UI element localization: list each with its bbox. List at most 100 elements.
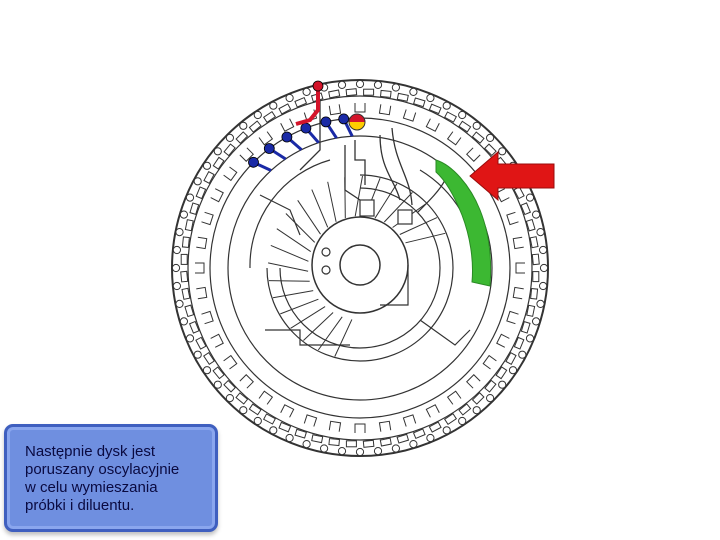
top-port-channels — [299, 100, 446, 225]
channel-cell — [506, 310, 519, 325]
cuvette-cell — [235, 392, 249, 405]
cuvette-cell — [248, 403, 262, 416]
cuvette-well — [172, 245, 181, 255]
cuvette-well — [508, 366, 518, 375]
channel-cell — [378, 420, 392, 432]
cuvette-cell — [428, 421, 442, 433]
cuvette-cell — [471, 392, 485, 405]
cuvette-cell — [363, 88, 375, 96]
cuvette-cell — [443, 111, 458, 123]
cuvette-cell — [505, 351, 517, 366]
red-port-marker — [312, 80, 324, 92]
cuvette-cell — [278, 103, 292, 115]
cuvette-cell — [413, 97, 426, 108]
cuvette-well — [193, 350, 202, 359]
cuvette-well — [185, 334, 195, 343]
blue-port-marker — [338, 113, 350, 125]
channel-cell — [496, 188, 510, 203]
blue-port-marker — [263, 143, 275, 154]
cuvette-cell — [195, 186, 207, 200]
cuvette-well — [337, 447, 347, 456]
cuvette-cell — [484, 143, 497, 157]
cuvette-well — [320, 444, 329, 453]
cuvette-cell — [362, 439, 375, 448]
cuvette-well — [269, 426, 278, 435]
cuvette-cell — [412, 428, 426, 440]
cuvette-cell — [530, 287, 539, 300]
cuvette-well — [498, 147, 507, 156]
cuvette-cell — [262, 111, 277, 123]
cuvette-well — [532, 317, 541, 326]
cuvette-cell — [328, 89, 341, 99]
cuvette-well — [458, 110, 467, 120]
channel-cell — [354, 423, 366, 433]
channel-cell — [402, 414, 417, 427]
channel-cell — [280, 404, 295, 418]
cuvette-cell — [525, 218, 536, 232]
spiral-rib — [280, 298, 319, 315]
cuvette-cell — [520, 202, 532, 216]
cuvette-cell — [294, 96, 308, 108]
red-arrow-left-icon — [469, 150, 555, 202]
channel-cell — [482, 354, 497, 370]
channel-cell — [196, 236, 208, 250]
cuvette-well — [486, 133, 495, 142]
cuvette-cell — [184, 304, 195, 318]
cuvette-well — [498, 380, 507, 389]
spiral-rib — [285, 213, 316, 243]
channel-cell — [506, 211, 519, 226]
cuvette-well — [337, 80, 347, 90]
cuvette-cell — [184, 219, 194, 232]
cuvette-cell — [180, 253, 188, 265]
cuvette-cell — [278, 421, 292, 433]
cuvette-cell — [345, 440, 357, 448]
cuvette-cell — [526, 304, 536, 317]
channel-cell — [210, 333, 224, 348]
channel-cell — [425, 118, 440, 132]
channel-cell — [303, 414, 318, 427]
spiral-rib — [383, 192, 413, 223]
cuvette-well — [225, 394, 234, 403]
channel-cell — [223, 166, 238, 182]
channel-cell — [239, 147, 254, 162]
cuvette-well — [302, 87, 311, 97]
cuvette-cell — [189, 202, 200, 215]
cuvette-well — [525, 193, 535, 202]
cuvette-cell — [345, 88, 358, 97]
cuvette-well — [539, 281, 548, 291]
cuvette-well — [391, 83, 400, 92]
cuvette-cell — [181, 236, 190, 249]
channel-cell — [446, 390, 462, 405]
channel-cell — [328, 104, 342, 116]
sample-port-markers — [248, 80, 354, 172]
channel-cell — [496, 333, 510, 348]
spiral-rib — [311, 189, 329, 228]
cuvette-well — [536, 228, 545, 237]
cuvette-cell — [529, 236, 539, 249]
cuvette-well — [442, 101, 451, 110]
channel-cell — [195, 262, 205, 274]
cuvette-well — [202, 366, 212, 375]
channel-cell — [354, 103, 366, 113]
cuvette-cell — [262, 413, 277, 425]
cuvette-cell — [188, 320, 200, 334]
channel-cell — [466, 147, 481, 162]
spiral-rib — [374, 183, 398, 219]
spiral-rib — [317, 316, 343, 351]
cuvette-well — [185, 193, 195, 202]
cuvette-well — [175, 228, 184, 237]
cuvette-well — [239, 121, 248, 130]
channel-cell — [512, 286, 524, 300]
channel-cell — [328, 420, 342, 432]
blue-port-marker — [320, 116, 332, 128]
blue-port-marker — [300, 122, 312, 134]
channel-cell — [239, 374, 254, 389]
channel-cell — [280, 118, 295, 132]
channel-cell — [446, 131, 462, 146]
channel-cell — [196, 286, 208, 300]
cuvette-cell — [513, 336, 525, 350]
spiral-rib — [297, 200, 321, 235]
cuvette-well — [355, 79, 365, 89]
cuvette-cell — [428, 103, 442, 115]
